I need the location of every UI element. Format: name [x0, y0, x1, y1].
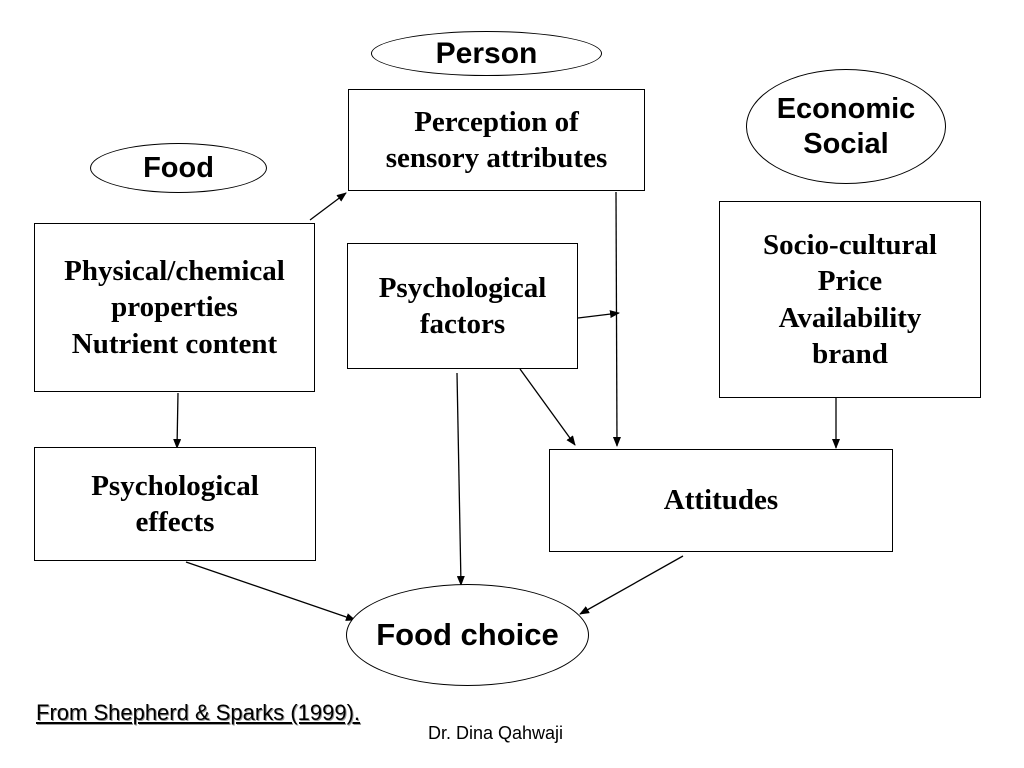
- socio-line-3: Availability: [778, 301, 922, 334]
- socio-cultural-box: Socio-cultural Price Availability brand: [719, 201, 981, 398]
- physical-line-1: Physical/chemical: [64, 255, 285, 288]
- psych-factors-line-2: factors: [419, 308, 506, 340]
- person-oval: Person: [371, 31, 602, 76]
- perception-line-2: sensory attributes: [385, 142, 608, 174]
- food-label: Food: [143, 151, 214, 184]
- food-choice-label: Food choice: [376, 617, 559, 653]
- arrow-perception-to-attitudes: [612, 191, 621, 447]
- economic-social-oval: Economic Social: [746, 69, 946, 184]
- social-label: Social: [803, 127, 889, 160]
- attitudes-box: Attitudes: [549, 449, 893, 552]
- attitudes-label: Attitudes: [663, 484, 779, 517]
- psych-effects-line-1: Psychological: [91, 469, 259, 502]
- psychological-factors-box: Psychological factors: [347, 243, 578, 369]
- physical-line-2: properties: [111, 291, 238, 324]
- arrow-physical-to-psych-effects: [173, 392, 182, 449]
- food-oval: Food: [90, 143, 267, 193]
- arrow-physical-to-perception: [309, 192, 347, 221]
- physical-line-3: Nutrient content: [71, 327, 278, 360]
- perception-box: Perception of sensory attributes: [348, 89, 645, 191]
- socio-line-4: brand: [812, 337, 888, 370]
- arrow-psych-factors-to-line: [577, 310, 620, 319]
- physical-properties-box: Physical/chemical properties Nutrient co…: [34, 223, 315, 392]
- psych-factors-line-1: Psychological: [378, 271, 547, 304]
- author-text: Dr. Dina Qahwaji: [428, 723, 564, 743]
- perception-line-1: Perception of: [414, 105, 579, 138]
- socio-line-1: Socio-cultural: [763, 229, 937, 261]
- economic-label: Economic: [776, 92, 916, 125]
- socio-line-2: Price: [817, 265, 883, 298]
- arrow-psych-factors-to-food-choice: [456, 372, 465, 586]
- arrow-psych-factors-to-attitudes: [519, 368, 576, 446]
- citation-text: From Shepherd & Sparks (1999).: [36, 700, 361, 725]
- psych-effects-line-2: effects: [135, 506, 215, 538]
- arrow-psych-effects-to-food-choice: [185, 561, 356, 621]
- psychological-effects-box: Psychological effects: [34, 447, 316, 561]
- arrow-attitudes-to-food-choice: [579, 555, 684, 615]
- food-choice-oval: Food choice: [346, 584, 589, 686]
- person-label: Person: [435, 36, 538, 70]
